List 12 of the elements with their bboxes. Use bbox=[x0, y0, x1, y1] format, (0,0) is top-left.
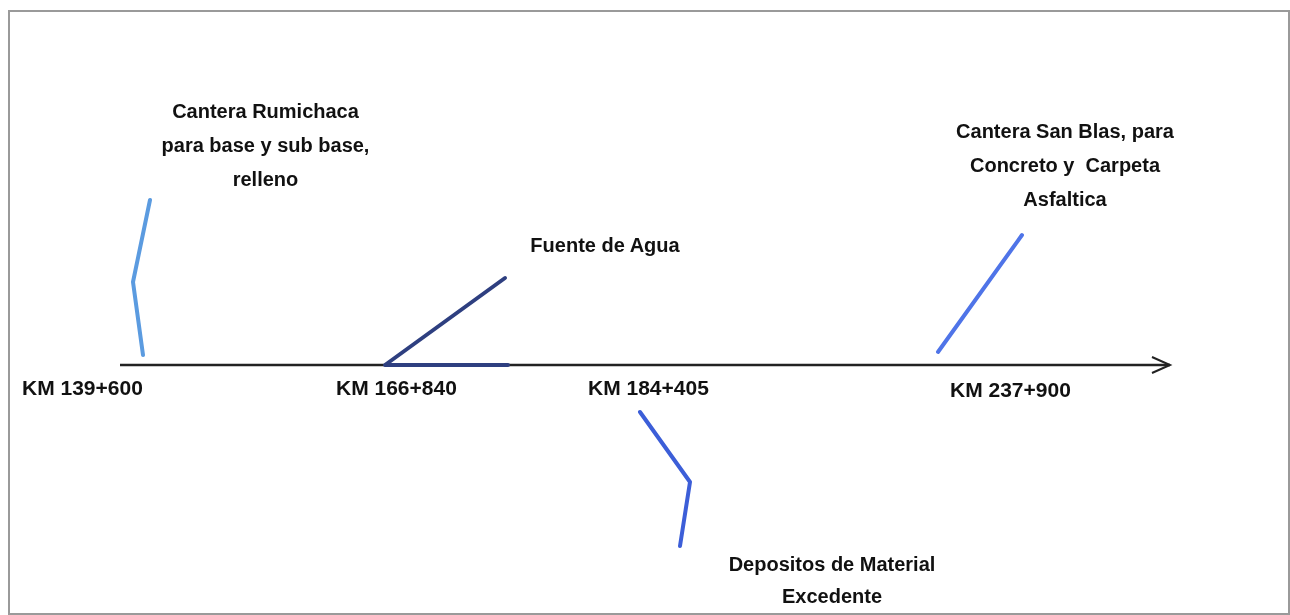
kilometer-label: KM 237+900 bbox=[950, 378, 1071, 402]
kilometer-label: KM 184+405 bbox=[588, 376, 709, 400]
leader-line bbox=[383, 276, 510, 367]
callout-label: Cantera San Blas, para Concreto y Carpeta Asfaltica bbox=[942, 114, 1188, 236]
leader-line bbox=[131, 198, 152, 357]
callout-label: Fuente de Agua bbox=[470, 228, 740, 262]
callout-label: Cantera Rumichaca para base y sub base, relleno bbox=[153, 94, 378, 196]
kilometer-label: KM 139+600 bbox=[22, 376, 143, 400]
leader-line bbox=[638, 410, 692, 548]
leader-line bbox=[936, 233, 1024, 354]
kilometer-label: KM 166+840 bbox=[336, 376, 457, 400]
callout-label: Depositos de Material Excedente bbox=[687, 548, 977, 612]
